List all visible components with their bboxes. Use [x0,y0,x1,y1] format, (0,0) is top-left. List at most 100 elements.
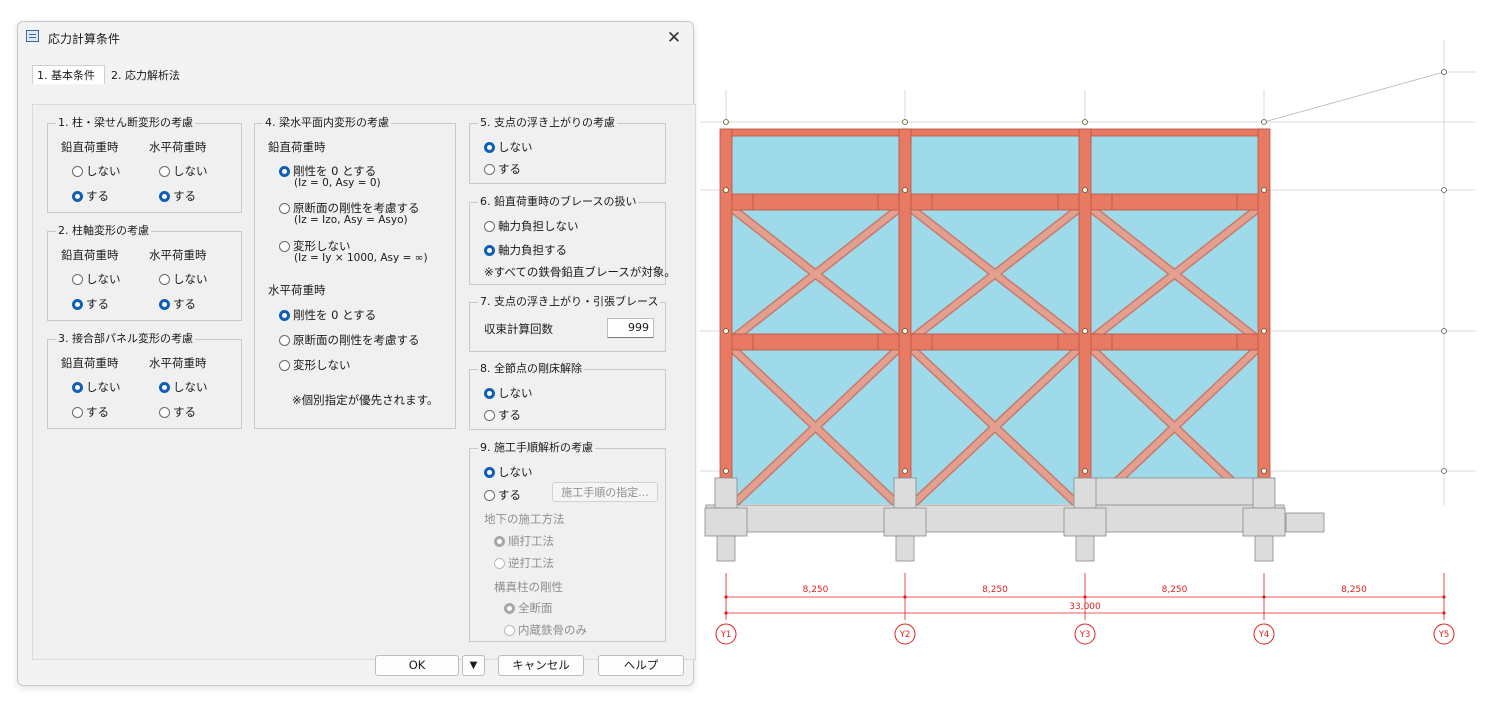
beams [720,128,1270,351]
span-dimension-label: 8,250 [982,585,1008,595]
g4-v-zero-stiffness-radio[interactable]: 剛性を 0 とする [279,163,376,179]
g3-horizontal-no-radio[interactable]: しない [159,379,208,395]
group-brace-vertical-load: 6. 鉛直荷重時のブレースの扱い 軸力負担しない 軸力負担する ※すべての鉄骨鉛… [469,195,676,285]
node [1441,328,1447,334]
axis-label: Y4 [1258,630,1270,640]
node [902,119,908,125]
node [723,119,729,125]
g6-axial-radio[interactable]: 軸力負担する [484,242,567,258]
node [1082,119,1088,125]
column [719,128,733,506]
footing [1242,507,1286,537]
group-rigid-floor-release: 8. 全節点の剛床解除 しない する [469,362,666,430]
dimension-tick [724,595,728,599]
g4-note: ※個別指定が優先されます。 [292,393,439,407]
g8-no-radio[interactable]: しない [484,385,533,401]
column [1257,128,1271,506]
span-dimension-label: 8,250 [1341,585,1367,595]
g5-no-radio[interactable]: しない [484,139,533,155]
g5-yes-radio[interactable]: する [484,161,521,177]
node [1261,119,1267,125]
floor-beam [909,333,1081,351]
columns [719,128,1271,506]
foundation-beam [705,504,1285,533]
brace [910,347,1080,507]
ok-dropdown-button[interactable]: ▼ [462,655,485,676]
g9-reverse-radio[interactable]: 逆打工法 [494,555,554,571]
g2-vertical-no-radio[interactable]: しない [72,271,121,287]
g4-h-no-deform-radio[interactable]: 変形しない [279,357,351,373]
close-button[interactable]: ✕ [666,28,682,48]
g9-full-section-radio[interactable]: 全断面 [504,600,553,616]
dimension-tick [903,595,907,599]
g6-note: ※すべての鉄骨鉛直ブレースが対象。 [484,265,676,279]
wall-panels [726,132,1264,504]
foundation-extension [1285,512,1325,533]
dialog-title: 応力計算条件 [48,32,121,46]
group-beam-horizontal-deformation: 4. 梁水平面内変形の考慮 鉛直荷重時 剛性を 0 とする (Iz = 0, A… [254,116,456,429]
group-title: 8. 全節点の剛床解除 [478,362,584,376]
group-support-uplift: 5. 支点の浮き上がりの考慮 しない する [469,116,666,184]
axis-label: Y2 [899,630,911,640]
brace [1091,207,1258,341]
g4-v-no-deform-radio[interactable]: 変形しない [279,238,351,254]
g1-vertical-no-radio[interactable]: しない [72,163,121,179]
g8-yes-radio[interactable]: する [484,407,521,423]
ok-button[interactable]: OK [375,655,459,676]
g2-horizontal-no-radio[interactable]: しない [159,271,208,287]
g4-v-original-section-radio[interactable]: 原断面の剛性を考慮する [279,200,420,216]
roof-slope-line [1263,71,1445,123]
floor-beam [1089,193,1260,211]
brace [731,347,900,507]
braces [730,206,1260,508]
construction-sequence-button[interactable]: 施工手順の指定... [552,482,658,502]
g9-top-down-radio[interactable]: 順打工法 [494,533,554,549]
g6-no-axial-radio[interactable]: 軸力負担しない [484,218,579,234]
axis-circle [1074,623,1096,645]
convergence-count-input[interactable]: 999 [607,318,654,338]
roof-beam [720,128,1270,137]
window-icon [26,30,39,42]
group-title: 1. 柱・梁せん断変形の考慮 [56,116,195,130]
group-shear-deformation: 1. 柱・梁せん断変形の考慮 鉛直荷重時 水平荷重時 しない する しない する [47,116,242,213]
column [1078,128,1092,506]
group-uplift-tension-brace: 7. 支点の浮き上がり・引張ブレース 収束計算回数 999 [469,295,666,352]
node [723,468,729,474]
column-rigidity-label: 構真柱の剛性 [494,580,563,594]
g2-vertical-yes-radio[interactable]: する [72,296,109,312]
g1-horizontal-no-radio[interactable]: しない [159,163,208,179]
axis-label: Y3 [1079,630,1091,640]
node [1441,187,1447,193]
g9-steel-only-radio[interactable]: 内蔵鉄骨のみ [504,622,587,638]
g3-vertical-yes-radio[interactable]: する [72,404,109,420]
g4-h-original-section-radio[interactable]: 原断面の剛性を考慮する [279,332,420,348]
node [1082,187,1088,193]
tab-analysis-method[interactable]: 2. 応力解析法 [111,69,180,82]
tab-basic-conditions[interactable]: 1. 基本条件 [32,65,105,84]
dimension-tick [1442,611,1446,615]
g3-horizontal-yes-radio[interactable]: する [159,404,196,420]
axis-label: Y5 [1438,630,1450,640]
horizontal-load-label: 水平荷重時 [149,140,207,154]
footing [704,507,748,537]
group-title: 4. 梁水平面内変形の考慮 [263,116,391,130]
help-button[interactable]: ヘルプ [598,655,684,676]
node [1441,468,1447,474]
g9-yes-radio[interactable]: する [484,487,521,503]
g1-horizontal-yes-radio[interactable]: する [159,188,196,204]
dimension-tick [1442,595,1446,599]
brace [911,207,1079,341]
g3-vertical-no-radio[interactable]: しない [72,379,121,395]
g9-no-radio[interactable]: しない [484,464,533,480]
vertical-load-label: 鉛直荷重時 [61,248,119,262]
node [902,187,908,193]
g1-vertical-yes-radio[interactable]: する [72,188,109,204]
g4-h-zero-stiffness-radio[interactable]: 剛性を 0 とする [279,307,376,323]
pile [895,535,915,562]
stress-calculation-dialog: 応力計算条件 ✕ 1. 基本条件 2. 応力解析法 1. 柱・梁せん断変形の考慮… [17,21,696,686]
g2-horizontal-yes-radio[interactable]: する [159,296,196,312]
convergence-count-label: 収束計算回数 [484,322,553,336]
cancel-button[interactable]: キャンセル [498,655,584,676]
horizontal-load-label: 水平荷重時 [268,283,326,297]
